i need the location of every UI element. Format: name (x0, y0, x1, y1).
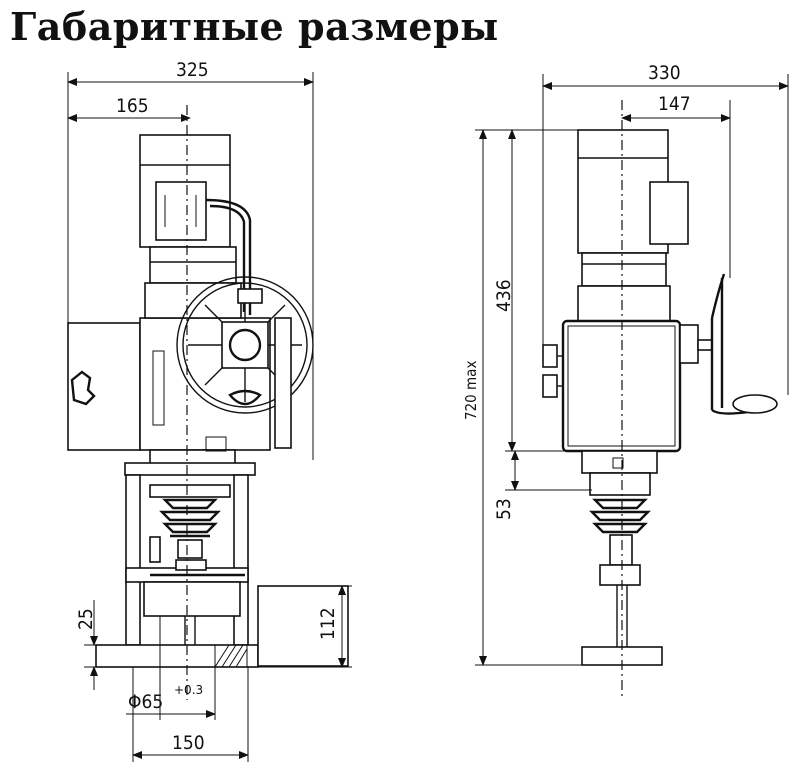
dimension-d65: Φ65 (128, 691, 163, 713)
dimension-330: 330 (648, 62, 681, 84)
side-view-dimensions: 330 147 720 max 436 53 (462, 62, 789, 666)
dimension-720-max: 720 max (462, 361, 480, 420)
front-view (67, 105, 349, 700)
dimension-53: 53 (493, 498, 515, 520)
dimension-d65-tolerance: +0.3 (174, 683, 203, 697)
dimension-165: 165 (116, 95, 149, 117)
dimension-25: 25 (75, 608, 97, 630)
side-view (542, 100, 778, 700)
dimension-150: 150 (172, 732, 205, 754)
front-view-dimensions: 325 165 25 112 Φ65 +0.3 150 (67, 59, 352, 762)
page-title: Габаритные размеры (10, 4, 499, 49)
dimension-147: 147 (658, 93, 691, 115)
dimension-112: 112 (317, 607, 339, 640)
dimension-436: 436 (493, 279, 515, 312)
dimension-325: 325 (176, 59, 209, 81)
